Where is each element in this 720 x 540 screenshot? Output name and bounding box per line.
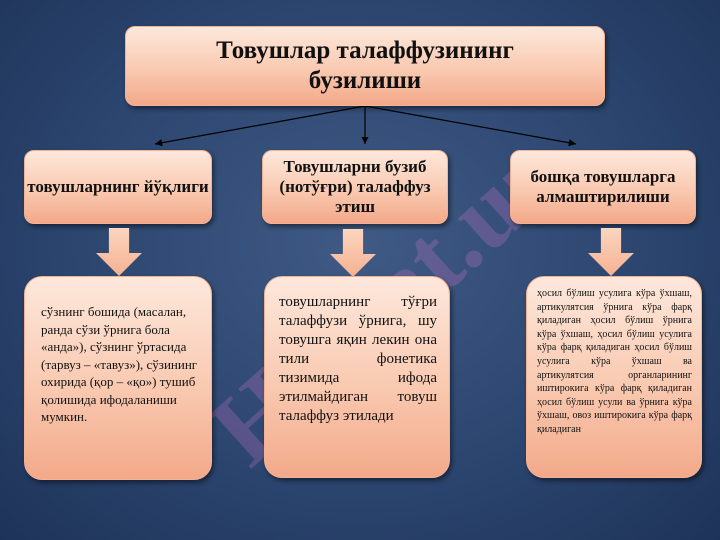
diagram-title-box: Товушлар талаффузининг бузилиши — [125, 26, 605, 106]
connector-left — [154, 105, 366, 147]
description-missing-sounds: сўзнинг бошида (масалан, ранда сўзи ўрни… — [24, 276, 212, 480]
description-text: товушларнинг тўғри талаффузи ўрнига, шу … — [279, 294, 437, 424]
category-missing-sounds: товушларнинг йўқлиги — [24, 150, 212, 224]
connector-right — [364, 105, 577, 147]
diagram-title: Товушлар талаффузининг бузилиши — [216, 37, 514, 94]
description-text: ҳосил бўлиш усулига кўра ўхшаш, артикуля… — [537, 288, 692, 435]
category-label: бошқа товушларга алмаштирилиши — [530, 167, 676, 206]
category-label: товушларнинг йўқлиги — [27, 177, 209, 196]
category-substitution: бошқа товушларга алмаштирилиши — [510, 150, 696, 224]
description-distorted-pronunciation: товушларнинг тўғри талаффузи ўрнига, шу … — [264, 276, 450, 478]
description-substitution: ҳосил бўлиш усулига кўра ўхшаш, артикуля… — [526, 276, 702, 478]
category-distorted-pronunciation: Товушларни бузиб (нотўғри) талаффуз этиш — [262, 150, 448, 224]
category-label: Товушларни бузиб (нотўғри) талаффуз этиш — [279, 157, 431, 216]
description-text: сўзнинг бошида (масалан, ранда сўзи ўрни… — [41, 304, 198, 424]
